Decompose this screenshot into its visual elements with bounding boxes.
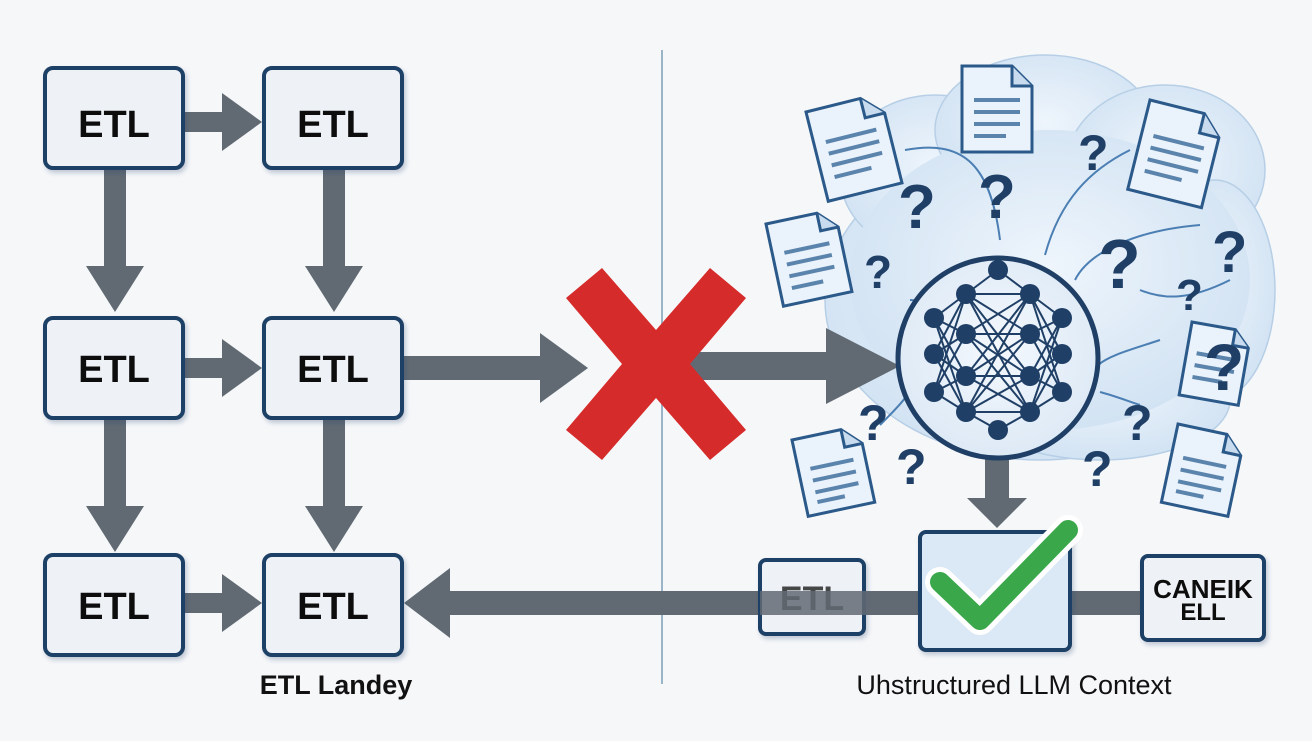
return-arrow-overlay xyxy=(760,591,920,615)
document-icon xyxy=(1159,422,1243,519)
document-icon xyxy=(790,428,877,519)
question-mark-icon: ? xyxy=(858,395,889,451)
question-mark-icon: ? xyxy=(1176,271,1203,320)
question-mark-icon: ? xyxy=(978,163,1016,232)
caneik-label-line1: CANEIK xyxy=(1153,574,1253,604)
check-icon xyxy=(925,515,1083,635)
cross-icon xyxy=(566,268,746,460)
etl-box-label: ETL xyxy=(78,104,150,146)
question-mark-icon: ? xyxy=(1212,220,1247,285)
document-icon xyxy=(1125,98,1221,210)
etl-box-r1c2: ETL xyxy=(262,66,404,170)
caneik-box: CANEIK ELL xyxy=(1140,554,1266,642)
question-mark-icon: ? xyxy=(1098,225,1141,303)
etl-box-label: ETL xyxy=(297,349,369,391)
left-etl-grid: ETL ETL ETL ETL ETL ETL xyxy=(43,66,404,657)
document-icon xyxy=(804,96,904,204)
etl-box-label: ETL xyxy=(297,104,369,146)
documents xyxy=(764,64,1250,519)
etl-box-r3c1: ETL xyxy=(43,553,185,657)
etl-box-r2c2: ETL xyxy=(262,316,404,420)
document-icon xyxy=(960,64,1034,154)
etl-box-r1c1: ETL xyxy=(43,66,185,170)
question-mark-icon: ? xyxy=(1204,330,1244,404)
etl-box-label: ETL xyxy=(78,586,150,628)
etl-box-r3c2: ETL xyxy=(262,553,404,657)
question-mark-icon: ? xyxy=(1082,441,1113,497)
question-mark-icon: ? xyxy=(864,246,892,298)
etl-box-r2c1: ETL xyxy=(43,316,185,420)
context-links xyxy=(879,146,1231,426)
left-arrows xyxy=(86,93,1144,638)
question-marks: ? ? ? ? ? ? ? ? ? ? ? ? xyxy=(858,125,1247,497)
caneik-label-line2: ELL xyxy=(1180,599,1225,626)
question-mark-icon: ? xyxy=(1078,125,1109,181)
question-mark-icon: ? xyxy=(1122,395,1153,451)
document-icon xyxy=(764,211,854,308)
document-icon xyxy=(1177,320,1250,408)
question-mark-icon: ? xyxy=(898,173,936,242)
right-caption: Uhstructured LLM Context xyxy=(856,670,1172,700)
neural-network-icon xyxy=(895,255,1101,461)
question-mark-icon: ? xyxy=(896,439,927,495)
etl-box-label: ETL xyxy=(297,586,369,628)
etl-box-label: ETL xyxy=(78,349,150,391)
left-caption: ETL Landey xyxy=(260,670,413,700)
